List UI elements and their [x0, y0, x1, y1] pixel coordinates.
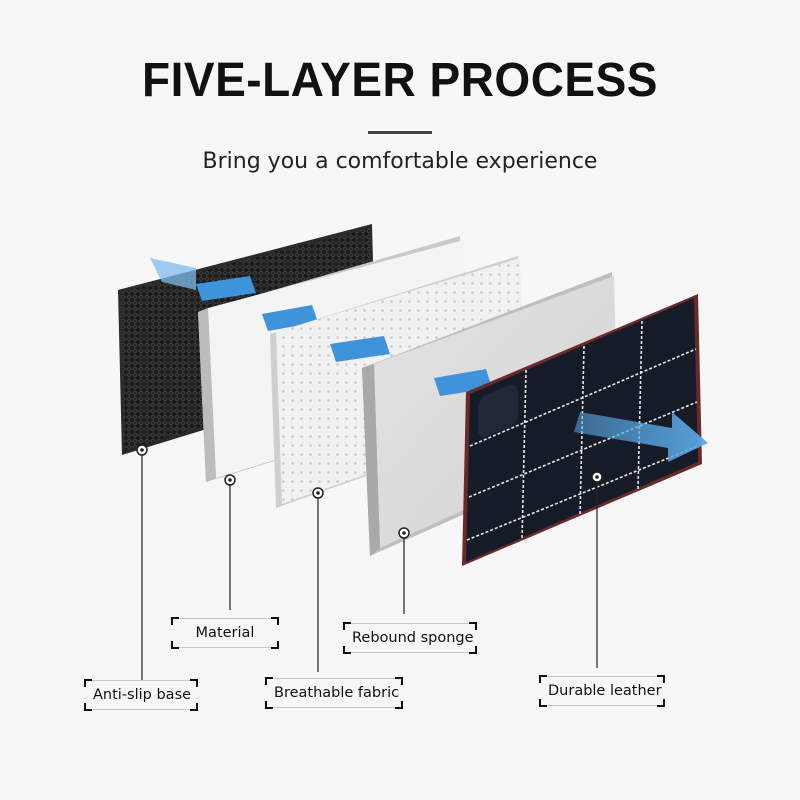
- title-divider: [368, 131, 432, 134]
- breathable-fabric-text: Breathable fabric: [274, 685, 400, 701]
- material-text: Material: [195, 625, 255, 641]
- page-title: FIVE-LAYER PROCESS: [142, 51, 658, 107]
- flow-arrow-in: [150, 258, 196, 290]
- label-anti-slip-base: Anti-slip base: [84, 679, 198, 711]
- page-subtitle: Bring you a comfortable experience: [202, 149, 598, 174]
- target-dots: [136, 444, 603, 539]
- rebound-sponge-text: Rebound sponge: [352, 630, 474, 646]
- label-material: Material: [171, 617, 279, 649]
- anti-slip-base-text: Anti-slip base: [93, 687, 192, 703]
- durable-leather-text: Durable leather: [548, 683, 662, 699]
- label-breathable-fabric: Breathable fabric: [265, 677, 403, 709]
- flow-arrow-out: [574, 412, 708, 462]
- label-durable-leather: Durable leather: [539, 675, 665, 707]
- label-rebound-sponge: Rebound sponge: [343, 622, 477, 654]
